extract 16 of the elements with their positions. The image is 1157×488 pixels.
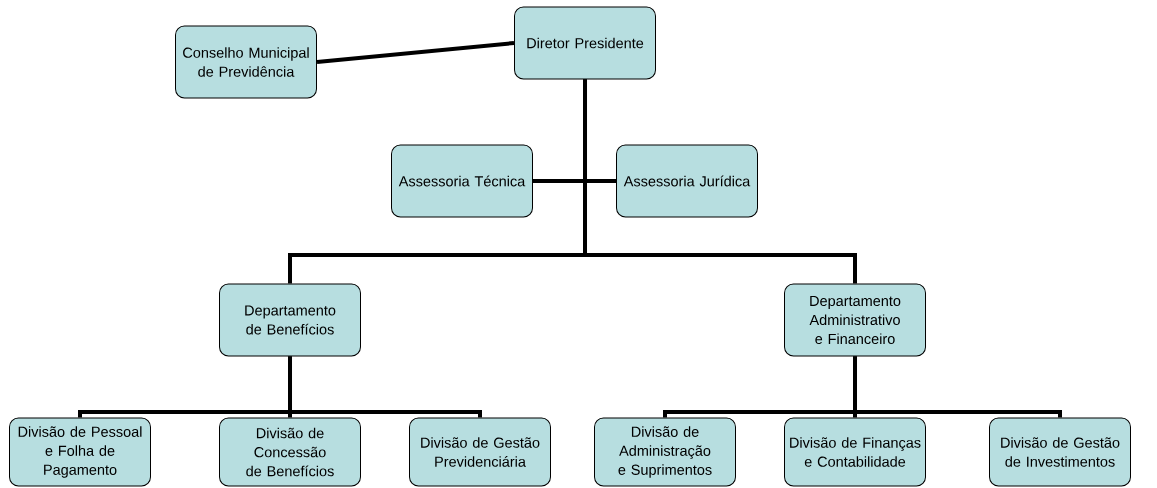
org-box: Divisão de Concessão de Benefícios	[219, 417, 361, 487]
org-box: Departamento de Benefícios	[219, 283, 361, 357]
org-box: Divisão de Pessoal e Folha de Pagamento	[9, 417, 151, 487]
org-box: Divisão de Administração e Suprimentos	[594, 417, 736, 487]
org-box: Assessoria Técnica	[391, 144, 533, 218]
org-box: Divisão de Gestão Previdenciária	[409, 417, 551, 487]
connector-line	[583, 79, 857, 284]
org-box: Divisão de Gestão de Investimentos	[989, 417, 1131, 487]
org-box: Divisão de Finanças e Contabilidade	[784, 417, 926, 487]
org-box: Diretor Presidente	[514, 6, 656, 80]
org-box: Conselho Municipal de Previdência	[175, 25, 317, 99]
connector-line	[853, 356, 1062, 418]
org-box: Assessoria Jurídica	[616, 144, 758, 218]
connector-line	[288, 356, 482, 418]
org-box: Departamento Administrativo e Financeiro	[784, 283, 926, 357]
connector-line	[316, 41, 515, 64]
